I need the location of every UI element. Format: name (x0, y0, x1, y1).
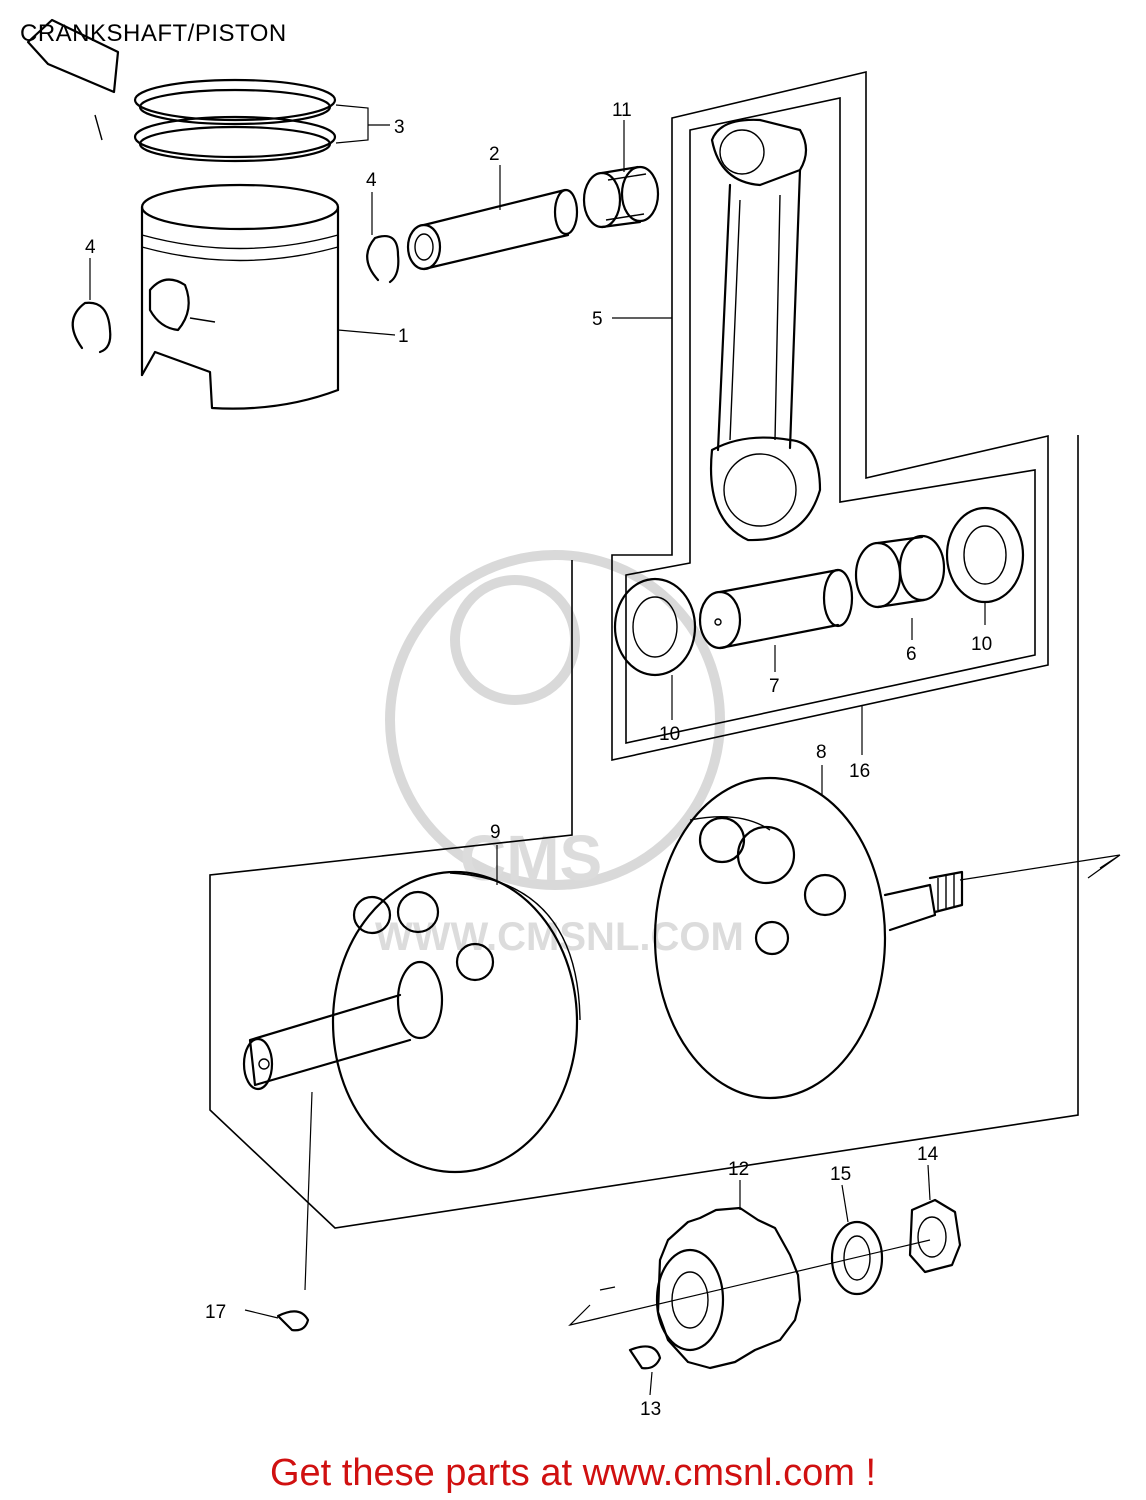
piston-pin (406, 188, 579, 271)
nut (908, 1198, 962, 1274)
callout-17: 17 (205, 1302, 226, 1323)
axis-arrow-left (568, 1239, 931, 1327)
callout-2: 2 (489, 144, 500, 165)
crank-pin (698, 568, 854, 650)
callout-5: 5 (592, 309, 603, 330)
callout-13: 13 (640, 1399, 661, 1420)
callout-16: 16 (849, 761, 870, 782)
thrust-washers (613, 506, 1025, 677)
crank-assembly-box (625, 97, 1036, 744)
circlip-left (71, 301, 112, 354)
lock-washer (830, 1220, 884, 1296)
small-end-bearing (582, 165, 660, 229)
key-17 (276, 1310, 310, 1332)
key-13 (628, 1345, 662, 1370)
callout-10-right: 10 (971, 634, 992, 655)
circlip-right (366, 234, 400, 284)
callout-12: 12 (728, 1159, 749, 1180)
callout-10-left: 10 (659, 724, 680, 745)
footer-link[interactable]: Get these parts at www.cmsnl.com ! (269, 1452, 877, 1494)
callout-6: 6 (906, 644, 917, 665)
watermark-logo: CMS (460, 822, 602, 894)
axis-arrow-right (959, 854, 1121, 881)
callout-11: 11 (612, 100, 632, 121)
crankshaft-assembly-box (209, 435, 1079, 1229)
connecting-rod (710, 118, 822, 542)
callout-8: 8 (816, 742, 827, 763)
callout-4-right: 4 (366, 170, 377, 191)
conrod-assembly-box (611, 70, 1049, 761)
piston-rings (133, 78, 337, 163)
callout-9: 9 (490, 822, 501, 843)
page-title: CRANKSHAFT/PISTON (20, 20, 287, 47)
callout-4-left: 4 (85, 237, 96, 258)
flywheel-left (242, 870, 581, 1174)
flywheel-right (653, 776, 964, 1100)
callout-7: 7 (769, 676, 780, 697)
callout-14: 14 (917, 1144, 939, 1165)
watermark: CMS WWW.CMSNL.COM (375, 550, 744, 959)
callout-15: 15 (830, 1164, 851, 1185)
sprocket (655, 1206, 802, 1370)
watermark-url: WWW.CMSNL.COM (375, 915, 744, 959)
leader-lines (89, 104, 986, 1396)
piston (140, 183, 340, 410)
callout-3: 3 (394, 117, 405, 138)
big-end-bearing (854, 534, 946, 609)
callout-1: 1 (398, 326, 409, 347)
